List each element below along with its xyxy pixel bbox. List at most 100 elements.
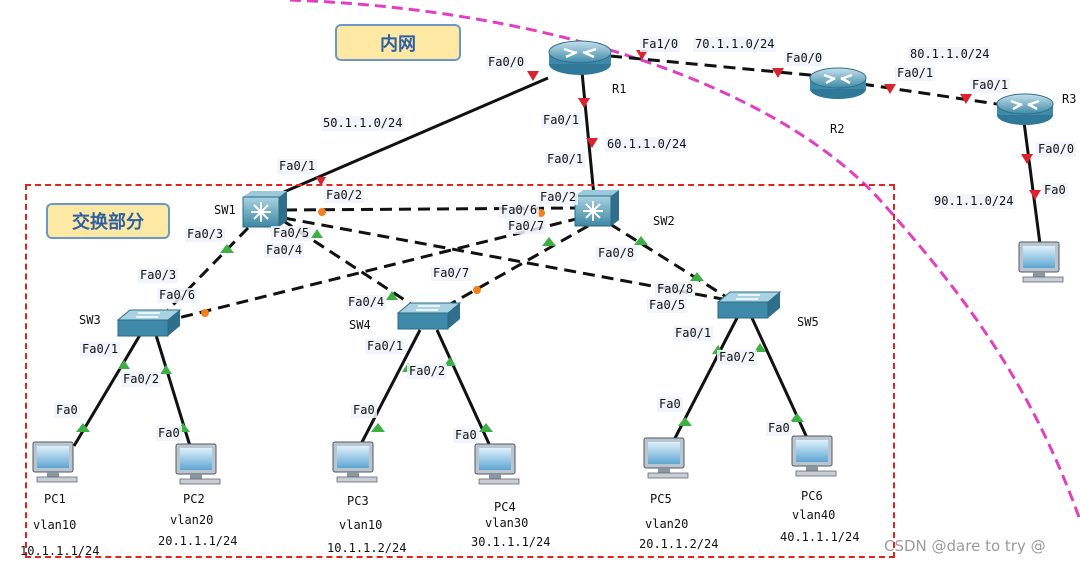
pc-name: PC2 — [183, 492, 205, 506]
device-label-sw1: SW1 — [214, 203, 236, 217]
port-label: Fa0/6 — [157, 288, 198, 303]
watermark-text: CSDN @dare to try @ — [884, 537, 1046, 555]
link-r1-sw1 — [269, 76, 549, 200]
router-icon[interactable] — [996, 93, 1054, 125]
up-marker — [118, 360, 130, 369]
link-sw2-sw3 — [169, 216, 581, 322]
pc-name: PC3 — [347, 494, 369, 508]
port-label: Fa0/7 — [431, 266, 472, 281]
down-marker — [586, 138, 598, 148]
port-label: Fa0/8 — [655, 282, 696, 297]
router-icon[interactable] — [809, 67, 867, 99]
pc-icon[interactable] — [791, 435, 837, 477]
zone-label-switching: 交换部分 — [46, 203, 170, 239]
link-sw2-sw4 — [439, 224, 589, 312]
port-label: Fa0/0 — [486, 55, 527, 70]
pc-ip: 20.1.1.2/24 — [639, 537, 719, 551]
subnet-label: 50.1.1.0/24 — [321, 116, 405, 131]
pc-ip: 10.1.1.1/24 — [20, 544, 100, 558]
pc-ip: 40.1.1.1/24 — [780, 530, 860, 544]
router-icon[interactable] — [548, 40, 612, 75]
port-label: Fa0 — [1042, 183, 1068, 198]
link-r1-r2 — [609, 54, 821, 78]
port-label: Fa0/2 — [717, 350, 758, 365]
link-sw4-pc3 — [358, 329, 422, 447]
port-label: Fa0 — [156, 426, 182, 441]
subnet-label: 60.1.1.0/24 — [605, 137, 689, 152]
port-label: Fa0/1 — [277, 159, 318, 174]
pc-name: PC6 — [801, 489, 823, 503]
up-marker — [311, 229, 323, 238]
subnet-label: 80.1.1.0/24 — [908, 47, 992, 62]
port-label: Fa0 — [766, 421, 792, 436]
subnet-label: 90.1.1.0/24 — [932, 194, 1016, 209]
port-label: Fa0/2 — [538, 190, 579, 205]
up-marker — [76, 423, 90, 432]
port-label: Fa0/3 — [138, 268, 179, 283]
port-label: Fa0/0 — [1036, 142, 1077, 157]
pc-icon[interactable] — [32, 441, 78, 483]
link-r1-sw2 — [580, 71, 596, 197]
port-label: Fa0/0 — [784, 51, 825, 66]
port-label: Fa0 — [657, 397, 683, 412]
up-marker — [678, 417, 692, 426]
port-label: Fa0 — [453, 428, 479, 443]
up-marker — [634, 236, 648, 245]
port-label: Fa0/5 — [647, 298, 688, 313]
port-label: Fa0/4 — [264, 243, 305, 258]
port-label: Fa0/8 — [596, 246, 637, 261]
up-marker — [479, 423, 493, 432]
pc-ip: 30.1.1.1/24 — [471, 535, 551, 549]
port-label: Fa0/2 — [121, 372, 162, 387]
link-sw4-pc4 — [435, 329, 492, 447]
port-label: Fa1/0 — [640, 37, 681, 52]
pc-icon[interactable] — [175, 443, 221, 485]
device-label-r1: R1 — [612, 82, 627, 96]
pc-icon[interactable] — [1018, 241, 1064, 283]
up-marker — [754, 343, 766, 352]
pc-vlan: vlan30 — [485, 516, 529, 530]
pc-vlan: vlan20 — [170, 513, 214, 527]
up-marker — [444, 357, 456, 366]
switch-icon[interactable] — [116, 309, 182, 337]
subnet-label: 70.1.1.0/24 — [693, 37, 777, 52]
port-label: Fa0 — [54, 403, 80, 418]
down-marker — [1021, 154, 1033, 164]
pc-ip: 20.1.1.1/24 — [158, 534, 238, 548]
pc-icon[interactable] — [332, 441, 378, 483]
device-label-sw3: SW3 — [79, 313, 101, 327]
port-label: Fa0/3 — [185, 227, 226, 242]
device-label-r2: R2 — [830, 122, 845, 136]
port-label: Fa0/1 — [545, 152, 586, 167]
down-marker — [316, 177, 326, 186]
blocked-marker — [473, 286, 481, 294]
port-label: Fa0/2 — [407, 364, 448, 379]
up-marker — [371, 423, 385, 432]
zone-label-intranet: 内网 — [335, 24, 461, 61]
port-label: Fa0/1 — [80, 342, 121, 357]
pc-name: PC5 — [650, 492, 672, 506]
network-boundary-curve — [289, 0, 1080, 521]
port-label: Fa0/1 — [365, 339, 406, 354]
multilayer-switch-icon[interactable] — [574, 190, 619, 227]
port-label: Fa0/5 — [271, 226, 312, 241]
device-label-sw5: SW5 — [797, 315, 819, 329]
down-marker — [527, 71, 539, 81]
switch-icon[interactable] — [716, 291, 782, 319]
multilayer-switch-icon[interactable] — [242, 191, 287, 228]
down-marker — [578, 98, 590, 108]
up-marker — [690, 272, 704, 281]
pc-icon[interactable] — [643, 437, 689, 479]
device-label-sw2: SW2 — [653, 214, 675, 228]
down-marker — [1029, 190, 1041, 200]
pc-vlan: vlan40 — [792, 508, 836, 522]
up-marker — [160, 365, 172, 374]
down-marker — [772, 68, 784, 78]
up-marker — [790, 413, 804, 422]
pc-vlan: vlan10 — [33, 518, 77, 532]
up-marker — [542, 237, 556, 246]
port-label: Fa0/4 — [346, 295, 387, 310]
pc-icon[interactable] — [474, 443, 520, 485]
down-marker — [636, 50, 648, 60]
switch-icon[interactable] — [396, 302, 462, 330]
